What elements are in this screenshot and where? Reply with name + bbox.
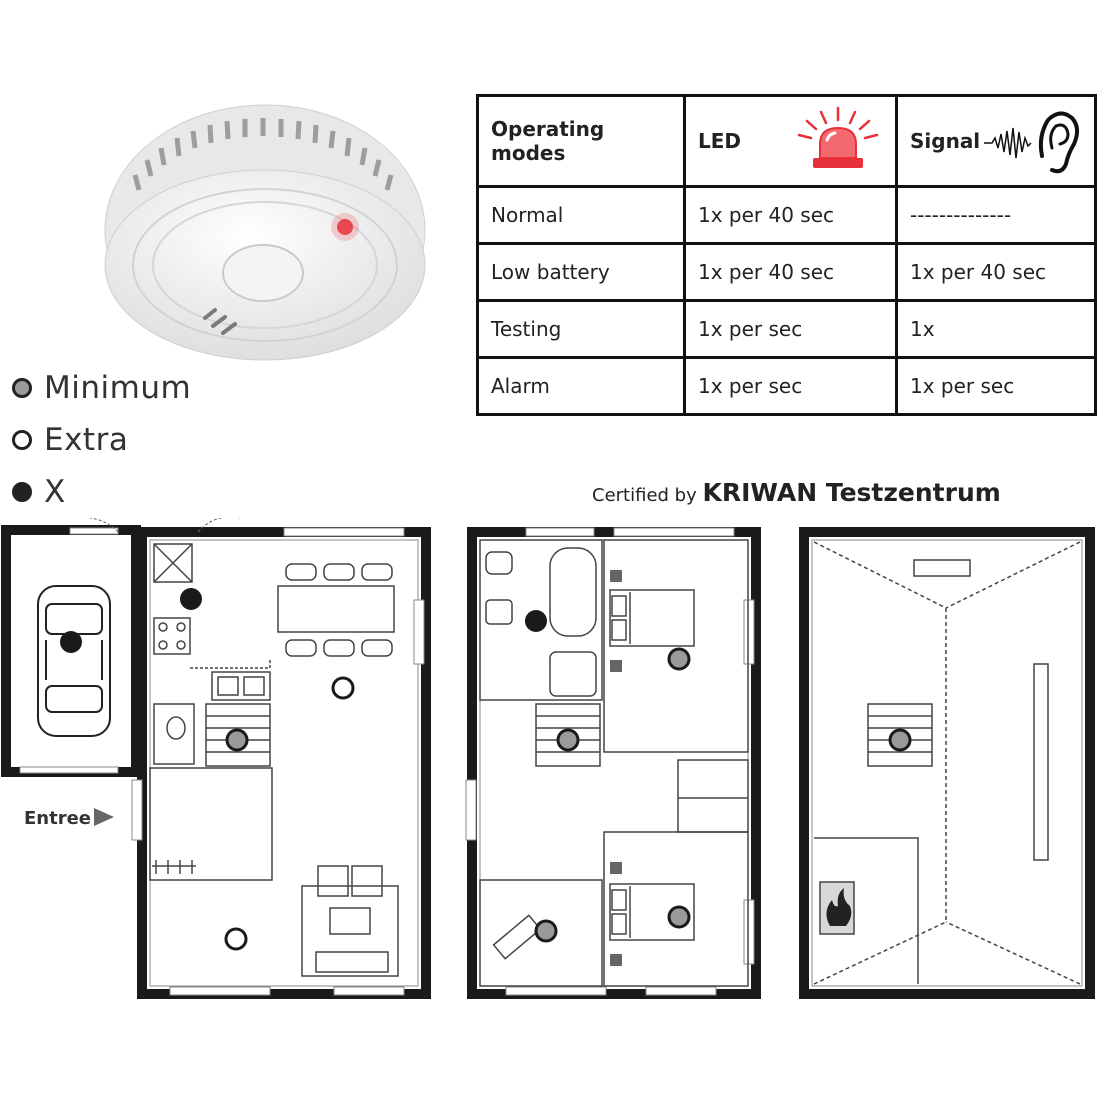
legend: Minimum Extra X [12,362,191,518]
cell-mode: Low battery [476,242,686,302]
entrance-label: Entree [24,808,91,829]
legend-item-x: X [12,466,191,518]
legend-label: Extra [44,422,129,458]
cell-signal: 1x [895,299,1097,359]
table-row: Testing 1x per sec 1x [476,299,1097,359]
cell-led: 1x per 40 sec [683,242,898,302]
first-floor-plan [465,527,761,999]
legend-label: Minimum [44,370,192,406]
cell-mode: Alarm [476,356,686,416]
cell-signal: 1x per sec [895,356,1097,416]
floor-plans: Entree [1,518,1095,999]
car-icon [37,585,111,737]
fire-icon [819,881,855,935]
legend-label: X [44,474,66,510]
certification-name: KRIWAN Testzentrum [702,478,1001,507]
header-led-label: LED [698,129,742,153]
ear-sound-icon [984,111,1079,174]
table-header-row: Operating modes LED Signal [476,94,1097,188]
cell-mode: Normal [476,185,686,245]
table-row: Alarm 1x per sec 1x per sec [476,356,1097,416]
table-row: Low battery 1x per 40 sec 1x per 40 sec [476,242,1097,302]
cell-signal: -------------- [895,185,1097,245]
certification-prefix: Certified by [592,485,697,506]
cell-mode: Testing [476,299,686,359]
cell-led: 1x per 40 sec [683,185,898,245]
red-beacon-icon [797,106,879,168]
certification-text: Certified by KRIWAN Testzentrum [592,478,1001,507]
table-row: Normal 1x per 40 sec -------------- [476,185,1097,245]
extra-dot-icon [12,430,32,450]
legend-item-extra: Extra [12,414,191,466]
smoke-detector-image [104,104,426,361]
entrance: Entree [24,808,114,829]
arrow-right-icon [94,808,114,826]
header-signal-label: Signal [910,129,981,153]
cell-signal: 1x per 40 sec [895,242,1097,302]
ground-floor-plan [131,518,431,999]
header-led: LED [683,94,898,188]
minimum-dot-icon [12,378,32,398]
legend-item-minimum: Minimum [12,362,191,414]
cell-led: 1x per sec [683,356,898,416]
cell-led: 1x per sec [683,299,898,359]
garage-plan [1,518,141,777]
header-operating-modes: Operating modes [476,94,686,188]
x-dot-icon [12,482,32,502]
operating-modes-table: Operating modes LED Signal [476,94,1097,416]
attic-plan [799,527,1095,999]
header-signal: Signal [895,94,1097,188]
